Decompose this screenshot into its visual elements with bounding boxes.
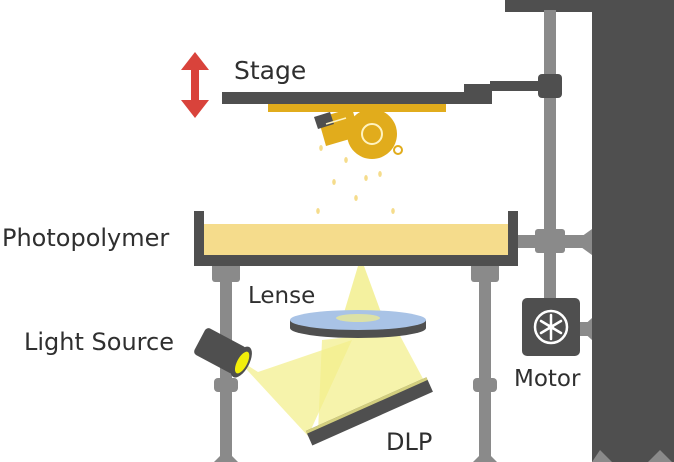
vat-leg-left-foot — [214, 450, 238, 462]
vat-leg-right — [479, 262, 491, 462]
light-beam-dlp — [318, 332, 428, 432]
label-light-source: Light Source — [24, 328, 174, 356]
vat-leg-right-joint — [473, 378, 497, 392]
rod-collar — [538, 74, 562, 98]
build-plate — [268, 104, 446, 112]
label-photopolymer: Photopolymer — [2, 224, 170, 252]
up-down-arrow-icon — [181, 52, 209, 118]
printed-whistle — [314, 108, 403, 159]
label-lense: Lense — [248, 283, 316, 309]
resin-droplets — [316, 145, 395, 214]
light-source-projector — [194, 328, 252, 378]
label-stage: Stage — [234, 56, 307, 85]
tower-foot-right — [648, 450, 672, 462]
vat-leg-right-foot — [473, 450, 497, 462]
vat-leg-left-cap — [212, 262, 240, 282]
photopolymer-resin — [204, 224, 508, 255]
label-motor: Motor — [514, 366, 581, 392]
fan-icon — [533, 309, 569, 345]
lens-highlight — [336, 314, 380, 322]
tower-column — [592, 0, 674, 462]
vat-leg-left-joint — [214, 378, 238, 392]
lead-screw-rod — [544, 10, 556, 310]
label-dlp: DLP — [386, 428, 433, 456]
vat-connector-clamp — [535, 229, 565, 253]
tower-top-cap — [505, 0, 674, 12]
tower-foot-left — [592, 450, 612, 462]
motor-bracket-wedge — [580, 318, 592, 340]
dlp-chip — [305, 377, 433, 446]
vat-leg-right-cap — [471, 262, 499, 282]
stage-platform — [222, 92, 492, 104]
resin-vat — [194, 211, 518, 266]
stage-arm — [490, 81, 542, 91]
vat-connector-wedge — [574, 229, 592, 255]
